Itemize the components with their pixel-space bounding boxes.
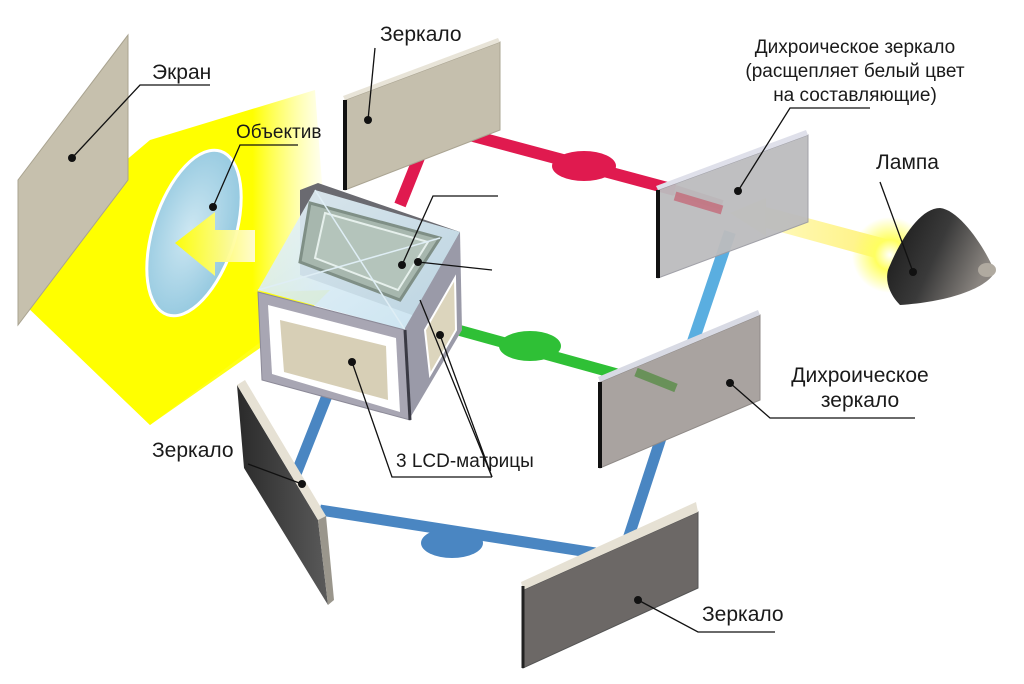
lcd-panel-front [280, 320, 388, 400]
lamp-bulb [887, 208, 995, 305]
dichroic-mirror-middle-edge [598, 310, 760, 382]
projected-light-beam-lower [20, 290, 330, 425]
label-dichroic-middle: Дихроическое зеркало [785, 363, 935, 413]
green-beam-reflection [634, 367, 678, 393]
label-dichroic-top-line3: на составляющие) [773, 85, 937, 106]
red-filter-disc [552, 151, 616, 181]
prism-diagonal-2 [314, 189, 406, 331]
mirror-bottom-right-edge [521, 502, 698, 590]
label-mirror-bottom: Зеркало [702, 603, 784, 626]
red-beam-reflection [673, 191, 724, 215]
blue-filter-disc [421, 528, 483, 558]
label-mirror-left: Зеркало [152, 439, 234, 462]
label-lamp: Лампа [876, 151, 939, 174]
mirror-top-edge [343, 38, 500, 100]
mirror-bottom-right [522, 511, 699, 669]
lcd-panel-right [423, 274, 458, 379]
prism-front-edge [403, 329, 412, 421]
label-dichroic-top-line2: (расщепляет белый цвет [745, 61, 965, 82]
label-dichroic-top-line1: Дихроическое зеркало [754, 37, 956, 58]
mirror-left-side [318, 516, 334, 605]
leader-dots [68, 116, 917, 604]
label-dichroic-middle-line2: зеркало [820, 389, 900, 412]
dichroic-mirror-top [657, 134, 809, 279]
lcd-panel-top-inner [313, 211, 430, 292]
label-lens: Объектив [236, 122, 322, 143]
label-dichroic-top: Дихроическое зеркало (расщепляет белый ц… [715, 36, 995, 108]
lamp-tip [978, 263, 996, 277]
dichroic-mirror-top-edge [656, 130, 808, 190]
green-filter-disc [499, 331, 561, 361]
label-mirror-top: Зеркало [380, 23, 462, 46]
leader-lines [71, 47, 915, 633]
screen-panel [17, 33, 129, 327]
mirror-left [237, 385, 328, 605]
label-lcd-matrices: 3 LCD-матрицы [396, 451, 534, 472]
label-dichroic-middle-line1: Дихроическое [791, 364, 929, 387]
label-screen: Экран [152, 61, 212, 84]
dichroic-mirror-middle [599, 314, 761, 469]
lens-arrow [175, 212, 255, 276]
